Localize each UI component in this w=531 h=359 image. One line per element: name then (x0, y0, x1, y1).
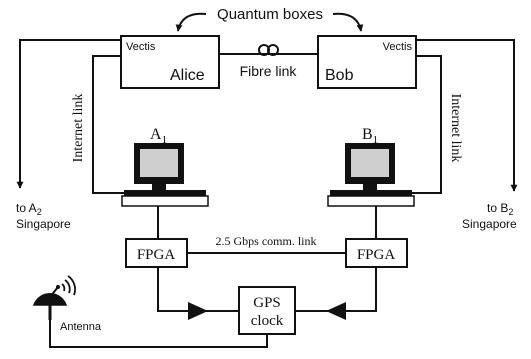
alice-label: Alice (170, 67, 205, 84)
triangle-arrow-icon (326, 302, 346, 320)
computer-monitor-icon (327, 143, 415, 207)
fpga-right-label: FPGA (357, 247, 396, 263)
computer-b1-label: B1 (362, 126, 378, 146)
gps-line2: clock (251, 313, 284, 329)
arrow-to-bob (332, 12, 364, 32)
dest-left-label: to A2 (16, 201, 42, 217)
arrow-to-alice (175, 12, 207, 32)
left-internet-link (92, 55, 134, 194)
gps-clock-box (238, 286, 296, 335)
dest-right-label: to B2 (487, 201, 513, 217)
fibre-label: Fibre link (240, 63, 298, 79)
fpga-left-box (125, 238, 188, 268)
satellite-antenna-icon (32, 275, 76, 320)
right-outer-link (416, 39, 518, 192)
gps-line1: GPS (253, 295, 281, 311)
bob-box: Vectis Bob (317, 35, 417, 89)
left-internet-label: Internet link (71, 94, 86, 163)
bob-label: Bob (325, 67, 354, 84)
gps-right-wire (295, 267, 377, 312)
fpga-left-label: FPGA (137, 247, 176, 263)
right-internet-link (400, 55, 442, 194)
right-internet-label: Internet link (448, 94, 463, 163)
title-label: Quantum boxes (217, 6, 323, 23)
computer-a1-label: A1 (150, 126, 167, 146)
comm-link-label: 2.5 Gbps comm. link (216, 234, 317, 248)
dest-left-city: Singapore (16, 217, 71, 231)
left-outer-link (16, 39, 121, 189)
alice-box: Vectis Alice (120, 35, 220, 89)
antenna-cable (49, 320, 268, 348)
fibre-coil-icon (258, 44, 279, 56)
dest-right-city: Singapore (462, 217, 517, 231)
alice-vectis-label: Vectis (126, 41, 156, 53)
antenna-label: Antenna (60, 321, 102, 333)
computer-monitor-icon (121, 143, 209, 207)
bob-vectis-label: Vectis (383, 41, 413, 53)
gps-left-wire (157, 267, 239, 312)
triangle-arrow-icon (188, 302, 208, 320)
